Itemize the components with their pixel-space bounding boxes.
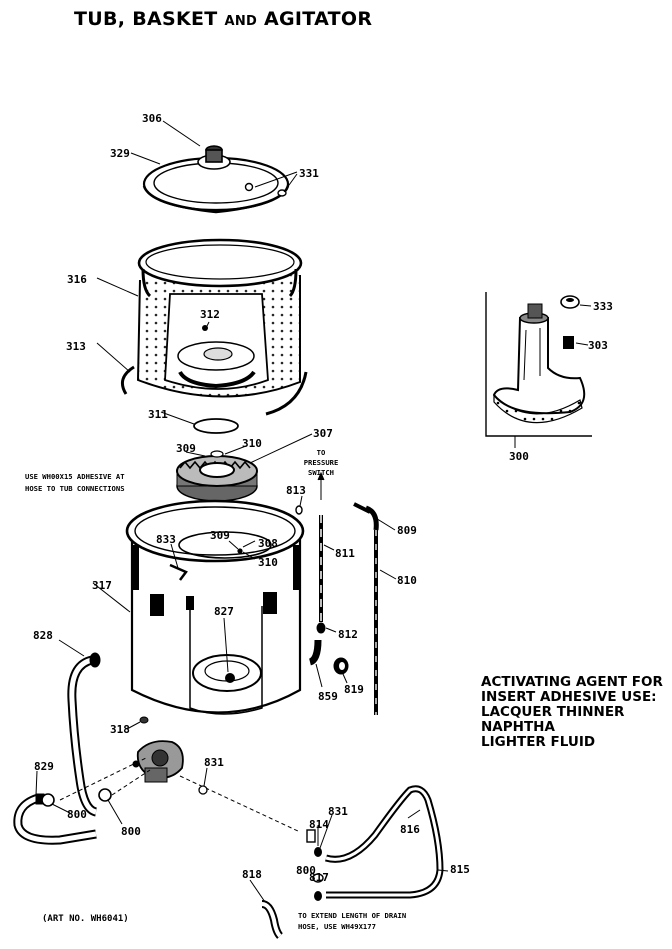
fill-tube-810	[353, 502, 379, 715]
label-827: 827	[214, 605, 234, 618]
label-309b: 309	[210, 529, 230, 542]
note-drain-line2: HOSE, USE WH49X177	[298, 922, 376, 931]
agent-line5: LIGHTER FLUID	[481, 734, 596, 750]
label-329: 329	[110, 147, 130, 160]
label-333: 333	[593, 300, 613, 313]
agitator-inset-300	[485, 292, 592, 448]
outer-tub-317	[125, 499, 305, 715]
gear-hub-307	[176, 450, 258, 502]
label-331: 331	[299, 167, 319, 180]
agent-line4: NAPHTHA	[481, 719, 555, 735]
label-813: 813	[286, 484, 306, 497]
cover-screw-331	[244, 182, 287, 197]
label-311: 311	[148, 408, 168, 421]
clamp-800a	[41, 793, 55, 807]
label-815: 815	[450, 863, 470, 876]
cover-center-cap-306	[197, 145, 231, 170]
label-310a: 310	[242, 437, 262, 450]
pump-assembly	[132, 740, 184, 783]
label-817: 817	[309, 871, 329, 884]
note-pressure-line1: TO	[317, 448, 326, 457]
note-adhesive-line2: HOSE TO TUB CONNECTIONS	[25, 484, 125, 493]
label-810: 810	[397, 574, 417, 587]
label-318: 318	[110, 723, 130, 736]
coupling-814	[306, 829, 316, 843]
art-number: (ART NO. WH6041)	[42, 914, 129, 924]
drain-hose-815	[325, 785, 444, 899]
note-pressure-line2: PRESSURE	[304, 458, 339, 467]
label-303: 303	[588, 339, 608, 352]
note-adhesive-line1: USE WH00X15 ADHESIVE AT	[25, 472, 125, 481]
label-859: 859	[318, 690, 338, 703]
drain-hose-829	[13, 793, 97, 845]
clamp-800c	[312, 873, 324, 883]
label-818: 818	[242, 868, 262, 881]
label-309a: 309	[176, 442, 196, 455]
label-811: 811	[335, 547, 355, 560]
activating-agent-note: ACTIVATING AGENT FOR INSERT ADHESIVE USE…	[481, 675, 663, 750]
agent-line1: ACTIVATING AGENT FOR	[481, 674, 663, 690]
basket-316	[136, 238, 303, 398]
title-main: TUB, BASKET	[74, 8, 218, 30]
label-812: 812	[338, 628, 358, 641]
seal-311	[193, 418, 239, 434]
agent-line2: INSERT ADHESIVE USE:	[481, 689, 657, 705]
label-312: 312	[200, 308, 220, 321]
label-308: 308	[258, 537, 278, 550]
title-rest: AGITATOR	[264, 8, 373, 30]
label-809: 809	[397, 524, 417, 537]
clamp-831	[314, 847, 322, 857]
label-829: 829	[34, 760, 54, 773]
label-831a: 831	[204, 756, 224, 769]
pressure-tube-811	[295, 471, 326, 634]
label-313: 313	[66, 340, 86, 353]
label-300: 300	[509, 450, 529, 463]
clip-318	[139, 716, 149, 724]
tub-hose-828	[67, 652, 101, 817]
agent-line3: LACQUER THINNER	[481, 704, 625, 720]
label-833: 833	[156, 533, 176, 546]
label-317: 317	[92, 579, 112, 592]
label-819: 819	[344, 683, 364, 696]
clamp-800b	[98, 788, 112, 802]
label-828: 828	[33, 629, 53, 642]
label-316: 316	[67, 273, 87, 286]
label-306: 306	[142, 112, 162, 125]
label-307: 307	[313, 427, 333, 440]
label-816: 816	[400, 823, 420, 836]
note-drain-line1: TO EXTEND LENGTH OF DRAIN	[298, 911, 406, 920]
label-831b: 831	[328, 805, 348, 818]
connector-817	[314, 891, 322, 901]
label-800b: 800	[121, 825, 141, 838]
elbow-859	[308, 639, 322, 666]
page-title: TUB, BASKET AND AGITATOR	[74, 8, 372, 30]
label-310b: 310	[258, 556, 278, 569]
label-814: 814	[309, 818, 329, 831]
label-800a: 800	[67, 808, 87, 821]
note-pressure-line3: SWITCH	[308, 468, 334, 477]
wire-ring-313	[120, 365, 308, 416]
label-800c: 800	[296, 864, 316, 877]
title-and: AND	[224, 14, 258, 29]
